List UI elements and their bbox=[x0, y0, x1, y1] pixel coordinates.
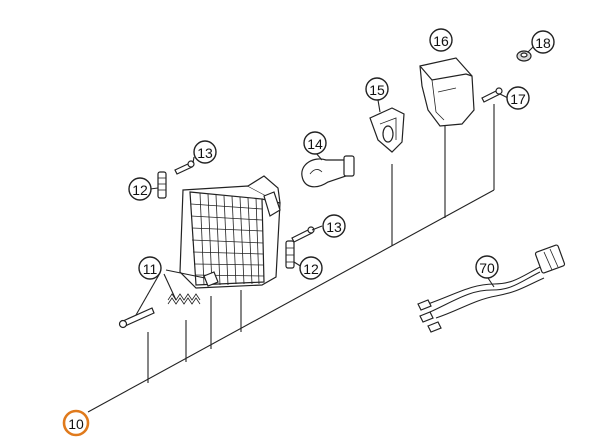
callout-15: 15 bbox=[365, 77, 389, 101]
grommet-18 bbox=[516, 50, 532, 62]
screw-17 bbox=[481, 87, 503, 103]
callout-70-label: 70 bbox=[479, 260, 495, 276]
callout-10: 10 bbox=[62, 409, 90, 437]
callout-12-left: 12 bbox=[128, 177, 152, 201]
headlight-housing bbox=[179, 175, 281, 289]
callout-12-left-label: 12 bbox=[132, 182, 148, 198]
callout-15-label: 15 bbox=[369, 82, 385, 98]
callout-13-right-label: 13 bbox=[326, 219, 342, 235]
spring-clip-12-right bbox=[285, 240, 295, 269]
wiring-harness bbox=[417, 244, 566, 333]
callout-16: 16 bbox=[429, 28, 453, 52]
callout-11-label: 11 bbox=[143, 261, 158, 277]
screw-left-long bbox=[118, 307, 155, 329]
bulb-holder bbox=[369, 107, 405, 153]
screw-13-top bbox=[174, 160, 195, 175]
callout-18: 18 bbox=[531, 30, 555, 54]
callout-17: 17 bbox=[506, 86, 530, 110]
callout-14-label: 14 bbox=[307, 136, 323, 152]
callout-12-right: 12 bbox=[299, 256, 323, 280]
callout-16-label: 16 bbox=[433, 33, 449, 49]
callout-10-label: 10 bbox=[68, 416, 84, 432]
assembly-baseline bbox=[87, 104, 495, 413]
callout-11: 11 bbox=[138, 256, 162, 280]
callout-18-label: 18 bbox=[535, 35, 551, 51]
callout-70: 70 bbox=[475, 255, 499, 279]
spring-clip-12-left bbox=[157, 171, 167, 199]
screw-13-right bbox=[291, 226, 315, 243]
nut-left bbox=[203, 271, 219, 287]
callout-14: 14 bbox=[303, 131, 327, 155]
callout-13-top: 13 bbox=[193, 140, 217, 164]
dust-cover bbox=[419, 57, 475, 127]
callout-13-right: 13 bbox=[322, 214, 346, 238]
spring-left bbox=[167, 293, 201, 305]
callout-13-top-label: 13 bbox=[197, 145, 213, 161]
bulb bbox=[301, 155, 355, 188]
callout-12-right-label: 12 bbox=[303, 261, 319, 277]
lens-grid bbox=[190, 192, 265, 286]
callout-17-label: 17 bbox=[510, 91, 526, 107]
